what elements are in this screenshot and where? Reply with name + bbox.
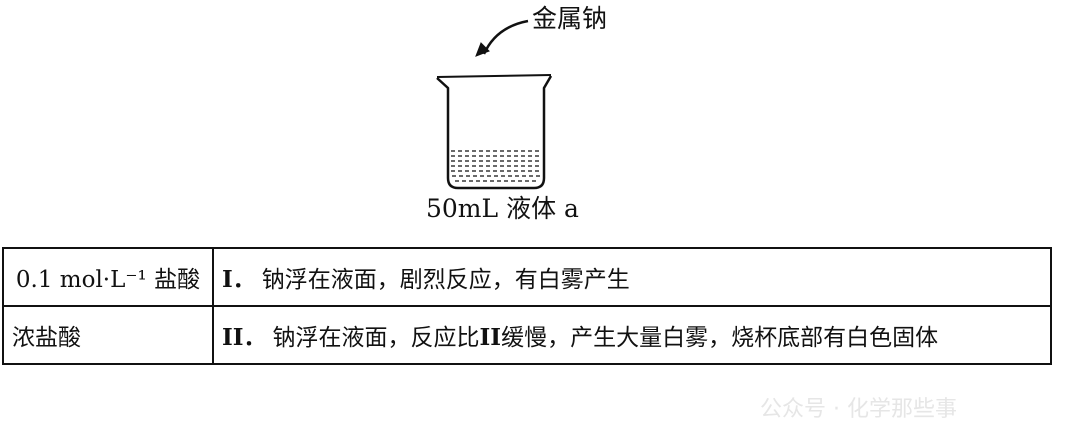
- observation-table: 0.1 mol·L⁻¹ 盐酸 I．钠浮在液面，剧烈反应，有白雾产生 浓盐酸 II…: [2, 247, 1052, 365]
- watermark: 公众号 · 化学那些事: [760, 397, 957, 422]
- solution-cell: 0.1 mol·L⁻¹ 盐酸: [2, 247, 214, 307]
- observation-text: 钠浮在液面，剧烈反应，有白雾产生: [261, 267, 630, 293]
- observation-cell: I．钠浮在液面，剧烈反应，有白雾产生: [212, 247, 1052, 307]
- liquid-a: [451, 150, 541, 182]
- beaker: [436, 74, 553, 190]
- sodium-label: 金属钠: [532, 4, 608, 33]
- observation-text-tail: 缓慢，产生大量白雾，烧杯底部有白色固体: [501, 325, 939, 351]
- observation-numeral: II．: [222, 324, 267, 351]
- arrow: [475, 19, 529, 57]
- liquid-a-label: 50mL 液体 a: [426, 194, 579, 223]
- observation-reference: II: [479, 324, 502, 351]
- table-row: 浓盐酸 II．钠浮在液面，反应比II缓慢，产生大量白雾，烧杯底部有白色固体: [2, 305, 1052, 365]
- observation-numeral: I．: [222, 266, 256, 293]
- table-row: 0.1 mol·L⁻¹ 盐酸 I．钠浮在液面，剧烈反应，有白雾产生: [2, 247, 1052, 307]
- observation-text: 钠浮在液面，反应比: [272, 325, 480, 351]
- solution-cell: 浓盐酸: [2, 305, 214, 365]
- observation-cell: II．钠浮在液面，反应比II缓慢，产生大量白雾，烧杯底部有白色固体: [212, 305, 1052, 365]
